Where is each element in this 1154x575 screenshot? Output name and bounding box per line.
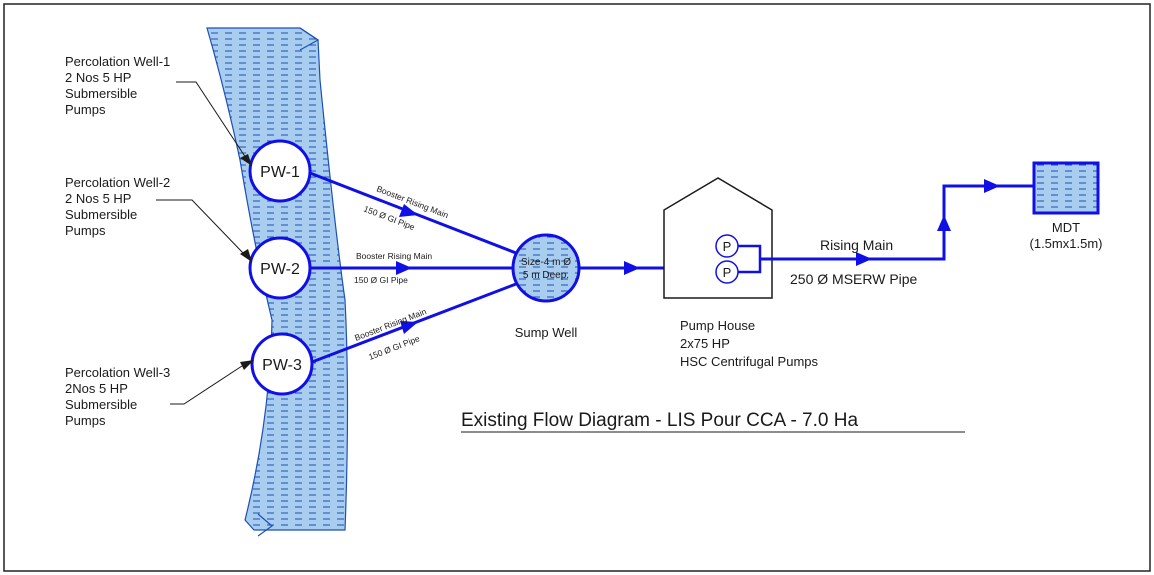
canal-flow-top-arrow bbox=[299, 27, 320, 51]
well-1-note-line-1: Percolation Well-1 bbox=[65, 54, 170, 69]
pump-house-label: Pump House 2x75 HP HSC Centrifugal Pumps bbox=[680, 318, 818, 369]
pipe-2-label-size: 150 Ø GI Pipe bbox=[354, 275, 408, 285]
well-pw-1-label: PW-1 bbox=[260, 164, 300, 181]
mdt-size: (1.5mx1.5m) bbox=[1030, 236, 1103, 251]
pump-house-label-line-3: HSC Centrifugal Pumps bbox=[680, 354, 818, 369]
sump-well bbox=[511, 233, 581, 303]
well-1-leader bbox=[176, 81, 247, 159]
sump-size-line-2: 5 m Deep. bbox=[523, 270, 569, 281]
well-1-note-line-2: 2 Nos 5 HP bbox=[65, 70, 131, 85]
well-3-note: Percolation Well-3 2Nos 5 HP Submersible… bbox=[65, 365, 170, 428]
well-2-note-line-2: 2 Nos 5 HP bbox=[65, 191, 131, 206]
well-2-note-line-3: Submersible bbox=[65, 207, 137, 222]
well-3-note-line-1: Percolation Well-3 bbox=[65, 365, 170, 380]
well-3-leader-arrow bbox=[240, 360, 254, 370]
mdt-label: MDT bbox=[1052, 220, 1080, 235]
well-2-note-line-4: Pumps bbox=[65, 223, 106, 238]
rising-main-pipe-label: 250 Ø MSERW Pipe bbox=[790, 271, 918, 287]
pump-house-label-line-2: 2x75 HP bbox=[680, 336, 730, 351]
pipe-pw3-arrow bbox=[400, 321, 418, 334]
well-2-note: Percolation Well-2 2 Nos 5 HP Submersibl… bbox=[65, 175, 170, 238]
well-1-note-line-4: Pumps bbox=[65, 102, 106, 117]
well-3-note-line-4: Pumps bbox=[65, 413, 106, 428]
pipe-pw1-arrow bbox=[399, 204, 418, 217]
well-3-note-line-3: Submersible bbox=[65, 397, 137, 412]
rising-main-label: Rising Main bbox=[820, 237, 893, 253]
well-3-note-line-2: 2Nos 5 HP bbox=[65, 381, 128, 396]
well-pw-2-label: PW-2 bbox=[260, 261, 300, 278]
diagram-title: Existing Flow Diagram - LIS Pour CCA - 7… bbox=[461, 410, 858, 431]
well-2-leader-arrow bbox=[240, 249, 252, 262]
well-2-note-line-1: Percolation Well-2 bbox=[65, 175, 170, 190]
well-pw-1 bbox=[248, 139, 312, 203]
sump-size-line-1: Size-4 m Ø bbox=[521, 257, 571, 268]
well-1-note-line-3: Submersible bbox=[65, 86, 137, 101]
well-pw-3-label: PW-3 bbox=[262, 357, 302, 374]
canal-flow-bottom-arrow bbox=[257, 513, 273, 537]
rising-main-pipe bbox=[760, 184, 1034, 261]
pump-2-symbol: P bbox=[723, 265, 732, 280]
rising-main-arrow-1 bbox=[856, 252, 872, 266]
mdt-tank bbox=[1032, 161, 1100, 215]
well-1-leader-arrow bbox=[240, 154, 252, 166]
pump-house-outline bbox=[663, 177, 773, 299]
pump-1-symbol: P bbox=[723, 239, 732, 254]
sump-well-label: Sump Well bbox=[515, 325, 578, 340]
well-1-note: Percolation Well-1 2 Nos 5 HP Submersibl… bbox=[65, 54, 170, 117]
pipe-pw2-arrow bbox=[396, 261, 412, 275]
rising-main-arrow-3 bbox=[984, 179, 1000, 193]
drawing-border bbox=[3, 3, 1151, 572]
pipe-2-label-main: Booster Rising Main bbox=[356, 251, 432, 261]
pipe-sump-pumphouse-arrow bbox=[624, 261, 640, 275]
well-pw-3 bbox=[250, 332, 314, 396]
pump-house-label-line-1: Pump House bbox=[680, 318, 755, 333]
well-2-leader bbox=[156, 199, 245, 255]
well-3-leader bbox=[170, 365, 243, 405]
rising-main-arrow-2 bbox=[937, 215, 951, 231]
